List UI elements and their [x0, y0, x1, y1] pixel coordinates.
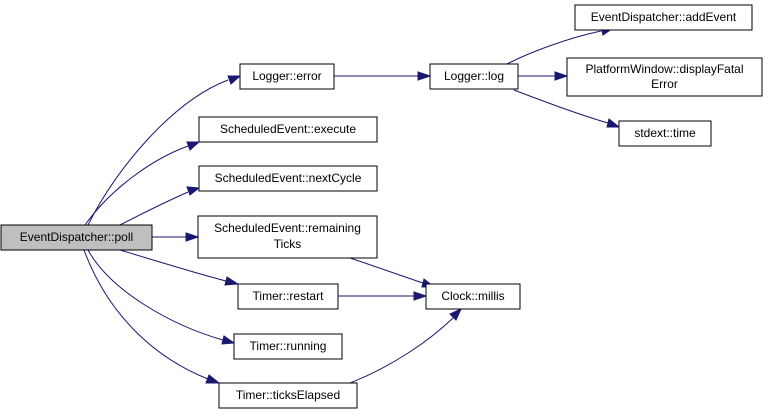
edge-poll-to-ticks-elapsed-arrowhead	[205, 374, 221, 384]
edge-remaining-ticks-to-clock-millis	[349, 257, 424, 284]
edge-logger-log-to-stdext-time	[513, 89, 609, 124]
node-label: EventDispatcher::addEvent	[591, 10, 737, 24]
node-label: EventDispatcher::poll	[20, 230, 133, 244]
node-platform-window-display-fatal-error[interactable]: PlatformWindow::displayFatal Error	[566, 57, 763, 97]
node-label: Timer::running	[250, 339, 327, 353]
edge-poll-to-execute	[84, 145, 189, 226]
node-scheduled-event-execute[interactable]: ScheduledEvent::execute	[198, 116, 378, 143]
edge-poll-to-logger-error	[87, 79, 229, 226]
node-label-line-2: Error	[651, 77, 678, 91]
node-event-dispatcher-poll[interactable]: EventDispatcher::poll	[0, 224, 153, 251]
edge-logger-log-to-display-fatal-arrowhead	[554, 71, 569, 81]
edge-poll-to-timer-running	[87, 249, 224, 341]
edge-ticks-elapsed-to-clock-millis-arrowhead	[449, 307, 463, 321]
node-timer-running[interactable]: Timer::running	[233, 333, 343, 360]
edge-poll-to-logger-error-arrowhead	[227, 75, 242, 85]
node-label: ScheduledEvent::nextCycle	[215, 171, 362, 185]
edge-poll-to-next-cycle	[119, 191, 189, 226]
edge-logger-log-to-add-event	[504, 30, 602, 66]
node-label-line-1: PlatformWindow::displayFatal	[585, 62, 743, 76]
node-label: stdext::time	[634, 126, 696, 140]
node-label-line-2: Ticks	[274, 237, 302, 251]
edge-poll-to-timer-restart	[119, 249, 227, 282]
edge-poll-to-execute-arrowhead	[186, 141, 201, 151]
node-clock-millis[interactable]: Clock::millis	[425, 283, 521, 310]
node-scheduled-event-next-cycle[interactable]: ScheduledEvent::nextCycle	[198, 165, 378, 192]
node-event-dispatcher-add-event[interactable]: EventDispatcher::addEvent	[574, 4, 753, 31]
edge-ticks-elapsed-to-clock-millis	[349, 317, 454, 384]
edge-timer-restart-to-clock-millis-arrowhead	[413, 291, 428, 301]
node-logger-log[interactable]: Logger::log	[429, 63, 519, 90]
edge-logger-error-to-logger-log-arrowhead	[417, 71, 432, 81]
node-label: Clock::millis	[441, 289, 504, 303]
node-scheduled-event-remaining-ticks[interactable]: ScheduledEvent::remaining Ticks	[197, 215, 378, 259]
edge-poll-to-timer-restart-arrowhead	[224, 276, 240, 286]
edge-poll-to-ticks-elapsed	[83, 249, 209, 380]
edge-poll-to-remaining-ticks-arrowhead	[185, 232, 200, 242]
node-label: Timer::ticksElapsed	[236, 388, 340, 402]
node-stdext-time[interactable]: stdext::time	[618, 120, 712, 147]
node-label: Timer::restart	[253, 289, 325, 303]
node-timer-ticks-elapsed[interactable]: Timer::ticksElapsed	[218, 382, 358, 409]
node-logger-error[interactable]: Logger::error	[239, 63, 335, 90]
edge-poll-to-timer-running-arrowhead	[221, 335, 236, 345]
node-label-line-1: ScheduledEvent::remaining	[214, 221, 361, 235]
node-timer-restart[interactable]: Timer::restart	[237, 283, 339, 310]
edge-logger-log-to-stdext-time-arrowhead	[606, 118, 621, 128]
nodes: EventDispatcher::poll Logger::error Logg…	[0, 4, 763, 409]
node-label: Logger::error	[252, 69, 321, 83]
edges	[83, 26, 621, 384]
edge-poll-to-next-cycle-arrowhead	[186, 186, 201, 196]
node-label: ScheduledEvent::execute	[220, 122, 356, 136]
node-label: Logger::log	[444, 69, 504, 83]
